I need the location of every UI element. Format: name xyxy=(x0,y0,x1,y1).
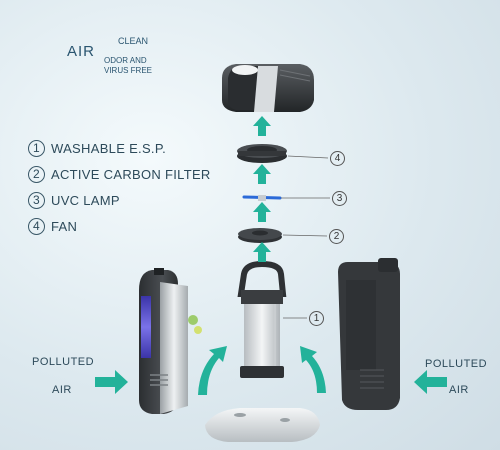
odor-line2: VIRUS FREE xyxy=(104,66,153,75)
right-polluted-label: POLLUTED xyxy=(425,358,488,370)
callout-esp: 1 xyxy=(309,311,324,326)
carbon-filter-component xyxy=(238,228,282,243)
legend-label: UVC LAMP xyxy=(51,192,120,208)
legend-label: FAN xyxy=(51,218,78,234)
assembled-purifier xyxy=(139,268,202,414)
base-plate xyxy=(205,408,320,442)
component-legend: 1 WASHABLE E.S.P. 2 ACTIVE CARBON FILTER… xyxy=(28,135,211,239)
back-cover xyxy=(338,258,400,410)
callout-uvc-lamp: 3 xyxy=(332,191,347,206)
left-polluted-label: POLLUTED xyxy=(32,356,94,368)
top-housing xyxy=(222,64,314,112)
legend-label: ACTIVE CARBON FILTER xyxy=(51,166,211,182)
legend-number: 2 xyxy=(28,165,45,183)
legend-number: 3 xyxy=(28,191,45,209)
left-air-label: AIR xyxy=(52,384,72,396)
odor-virus-free-label: ODOR AND VIRUS FREE xyxy=(104,56,174,76)
callout-lines xyxy=(281,155,330,319)
legend-number: 1 xyxy=(28,139,45,157)
legend-item-uvc-lamp: 3 UVC LAMP xyxy=(28,187,211,213)
up-arrow-3 xyxy=(253,202,271,222)
clean-label: CLEAN xyxy=(118,36,149,46)
right-inflow-arrow xyxy=(414,370,447,394)
callout-carbon-filter: 2 xyxy=(329,229,344,244)
up-arrow-1 xyxy=(253,116,271,136)
airflow-arrows xyxy=(95,116,447,395)
right-air-label: AIR xyxy=(449,384,469,396)
legend-item-washable-esp: 1 WASHABLE E.S.P. xyxy=(28,135,211,161)
right-curved-arrow xyxy=(300,346,326,393)
clean-air-title: AIR xyxy=(67,43,96,60)
left-curved-arrow xyxy=(198,346,227,395)
washable-esp-component xyxy=(237,260,287,378)
left-inflow-arrow xyxy=(95,370,128,394)
uvc-lamp-component xyxy=(242,195,282,201)
legend-number: 4 xyxy=(28,217,45,235)
odor-line1: ODOR AND xyxy=(104,56,147,65)
legend-label: WASHABLE E.S.P. xyxy=(51,140,167,156)
left-polluted-line1: POLLUTED xyxy=(32,356,95,368)
up-arrow-4 xyxy=(253,242,271,262)
up-arrow-2 xyxy=(253,164,271,184)
callout-fan: 4 xyxy=(330,151,345,166)
legend-item-fan: 4 FAN xyxy=(28,213,211,239)
legend-item-carbon-filter: 2 ACTIVE CARBON FILTER xyxy=(28,161,211,187)
fan-component xyxy=(237,144,287,163)
